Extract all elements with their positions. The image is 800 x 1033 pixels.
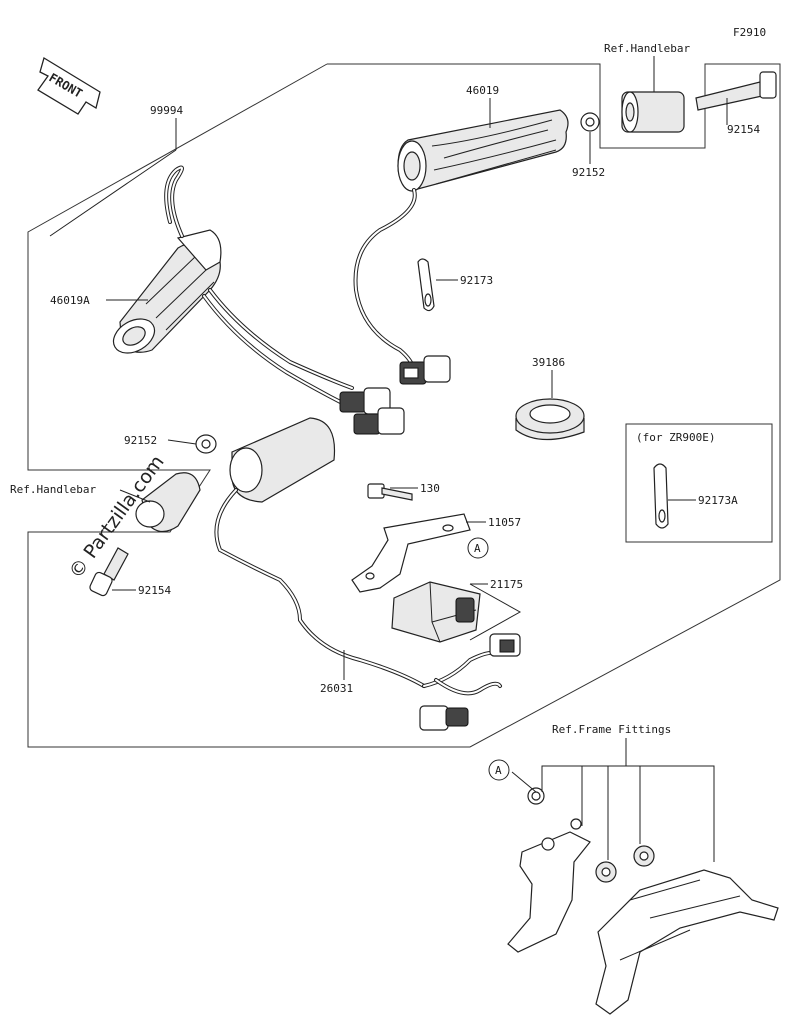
harness-connectors	[419, 633, 521, 731]
figure-code: F2910	[733, 26, 766, 39]
part-label: 39186	[532, 356, 565, 369]
part-label: 92154	[727, 123, 760, 136]
left-grip-46019A	[112, 229, 222, 354]
part-label: 92154	[138, 584, 171, 597]
left-grip-connectors	[339, 387, 405, 435]
washer-92152-left	[195, 434, 217, 454]
callout-a-upper: A	[467, 537, 489, 559]
part-label: 92152	[572, 166, 605, 179]
handlebar-end-right	[621, 91, 685, 133]
ref-frame-fittings: Ref.Frame Fittings	[552, 723, 671, 736]
part-label: 26031	[320, 682, 353, 695]
ref-handlebar-left: Ref.Handlebar	[10, 483, 96, 496]
ref-handlebar-right: Ref.Handlebar	[604, 42, 690, 55]
part-label: 46019	[466, 84, 499, 97]
bolt-92154-left	[89, 547, 129, 597]
part-label: 92173A	[698, 494, 738, 507]
variant-box	[625, 423, 773, 543]
variant-box-label: (for ZR900E)	[636, 431, 715, 444]
part-label: 46019A	[50, 294, 90, 307]
relay-21175	[391, 581, 481, 643]
washer-92152-right	[580, 112, 600, 132]
kit-boundary	[27, 63, 781, 748]
svg-text:A: A	[474, 542, 481, 555]
seal-39186	[515, 398, 585, 441]
part-label: 11057	[488, 516, 521, 529]
harness-cover	[229, 417, 336, 503]
right-grip-46019	[397, 109, 569, 192]
part-label: 92173	[460, 274, 493, 287]
clip-92173A	[653, 463, 669, 529]
part-label: 99994	[150, 104, 183, 117]
handlebar-end-left	[135, 472, 201, 533]
clip-92173	[417, 258, 435, 312]
part-label: 92152	[124, 434, 157, 447]
callout-a-lower: A	[488, 759, 510, 781]
frame-fittings	[507, 787, 779, 1015]
front-arrow-icon: FRONT	[37, 57, 101, 115]
part-label: 130	[420, 482, 440, 495]
bolt-92154-right	[695, 71, 777, 111]
bolt-130	[367, 483, 413, 501]
right-grip-connector	[399, 355, 451, 385]
bracket-11057	[351, 513, 471, 593]
svg-text:A: A	[495, 764, 502, 777]
part-label: 21175	[490, 578, 523, 591]
